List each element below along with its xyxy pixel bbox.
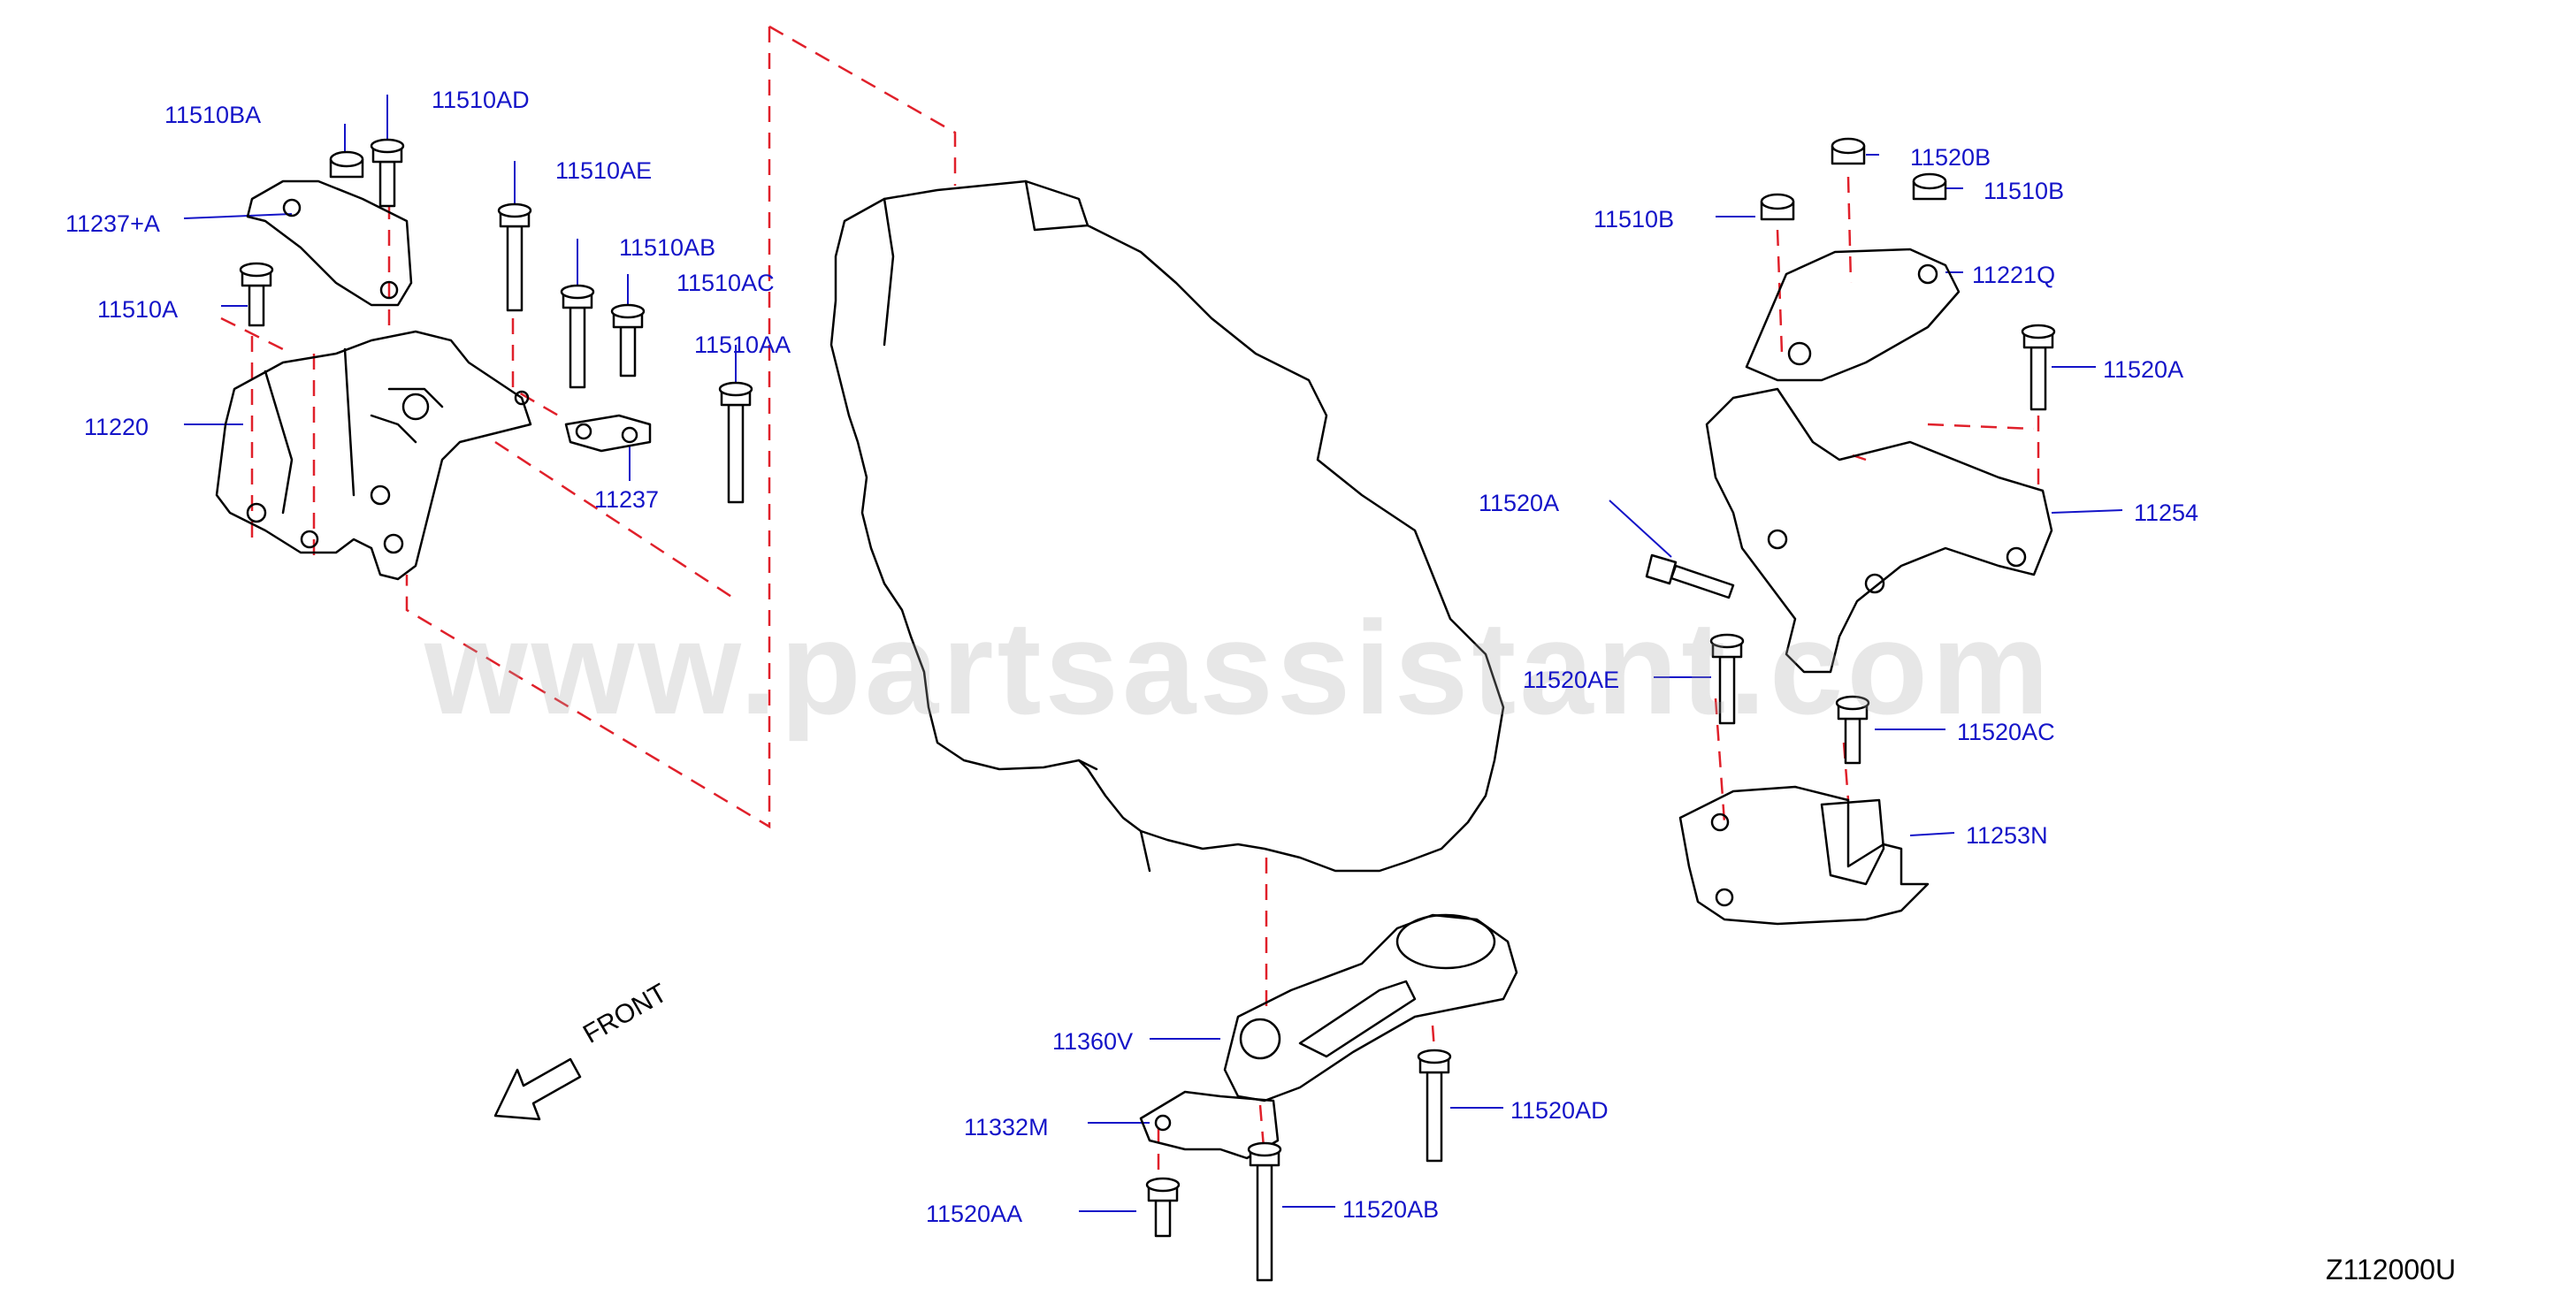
assembly-dash-line: [1846, 176, 1853, 284]
assembly-dash-line: [405, 27, 771, 829]
part-label-11510ba[interactable]: 11510BA: [164, 102, 262, 128]
bolt-11510AB: [560, 284, 595, 389]
assembly-dash-line: [220, 317, 293, 355]
mount-11253N: [1678, 785, 1930, 926]
bolt-11520AB: [1247, 1141, 1282, 1282]
plate-11237: [564, 414, 652, 453]
bolt-11520A-lower: [1645, 553, 1735, 599]
part-label-11253n[interactable]: 11253N: [1966, 822, 2048, 849]
part-label-11254[interactable]: 11254: [2134, 500, 2199, 526]
watermark: www.partsassistant.com: [424, 593, 2053, 742]
assembly-dash-line: [1714, 698, 1726, 823]
bolt-11520AE: [1709, 633, 1745, 725]
part-label-11237a[interactable]: 11237+A: [65, 210, 160, 237]
mount-11221Q: [1745, 248, 1961, 382]
part-label-11520b[interactable]: 11520B: [1910, 144, 1991, 171]
part-label-11510a[interactable]: 11510A: [97, 296, 179, 323]
assembly-dash-line: [768, 25, 957, 186]
nut-11510B-right: [1912, 172, 1947, 201]
part-label-11510b[interactable]: 11510B: [1984, 178, 2065, 204]
bolt-11510AC: [610, 303, 646, 378]
assembly-dash-line: [511, 239, 567, 422]
part-label-11360v[interactable]: 11360V: [1052, 1028, 1134, 1055]
bolt-11510AE: [497, 202, 532, 312]
leader-line: [2051, 509, 2123, 514]
nut-11510BA: [329, 150, 364, 179]
part-label-11520a[interactable]: 11520A: [2103, 356, 2184, 383]
part-label-11510ab[interactable]: 11510AB: [619, 234, 716, 261]
part-label-11520a[interactable]: 11520A: [1479, 490, 1560, 516]
leader-line: [1609, 500, 1672, 558]
bracket-11254: [1705, 387, 2053, 674]
part-label-11510aa[interactable]: 11510AA: [694, 332, 791, 358]
nut-11520B: [1831, 137, 1866, 165]
part-label-11510b[interactable]: 11510B: [1594, 206, 1675, 233]
part-label-11220[interactable]: 11220: [84, 414, 149, 440]
bolt-11520AA: [1145, 1177, 1181, 1238]
part-label-11520ad[interactable]: 11520AD: [1510, 1097, 1609, 1124]
bolt-11510A: [239, 262, 274, 327]
bolt-11520AD: [1417, 1049, 1452, 1163]
engine-block: [829, 179, 1505, 873]
part-label-11520ae[interactable]: 11520AE: [1523, 667, 1620, 693]
part-label-11520ab[interactable]: 11520AB: [1342, 1196, 1440, 1223]
leader-line: [1909, 832, 1955, 836]
leader-line: [183, 213, 293, 219]
bracket-11237A: [246, 179, 413, 307]
part-label-11510ad[interactable]: 11510AD: [432, 87, 530, 113]
part-label-11520ac[interactable]: 11520AC: [1957, 719, 2055, 745]
part-label-11221q[interactable]: 11221Q: [1972, 262, 2056, 288]
part-label-11520aa[interactable]: 11520AA: [926, 1201, 1023, 1227]
mount-11220: [215, 330, 532, 581]
diagram-code: Z112000U: [2326, 1254, 2457, 1285]
nut-11510B-left: [1760, 193, 1795, 221]
assembly-dash-line: [1258, 1104, 1266, 1159]
part-label-11510ac[interactable]: 11510AC: [676, 270, 775, 296]
part-label-11237[interactable]: 11237: [594, 486, 660, 513]
bolt-11520A-upper: [2021, 324, 2056, 411]
part-label-11332m[interactable]: 11332M: [964, 1114, 1049, 1140]
bolt-11520AC: [1835, 695, 1870, 765]
front-arrow-icon: [493, 1057, 582, 1121]
bolt-11510AA: [718, 381, 753, 504]
bolt-11510AD: [370, 138, 405, 208]
assembly-dash-line: [1927, 423, 2035, 431]
torque-rod-11360V: [1223, 913, 1518, 1102]
assembly-dash-line: [494, 440, 739, 603]
part-label-11510ae[interactable]: 11510AE: [555, 157, 653, 184]
